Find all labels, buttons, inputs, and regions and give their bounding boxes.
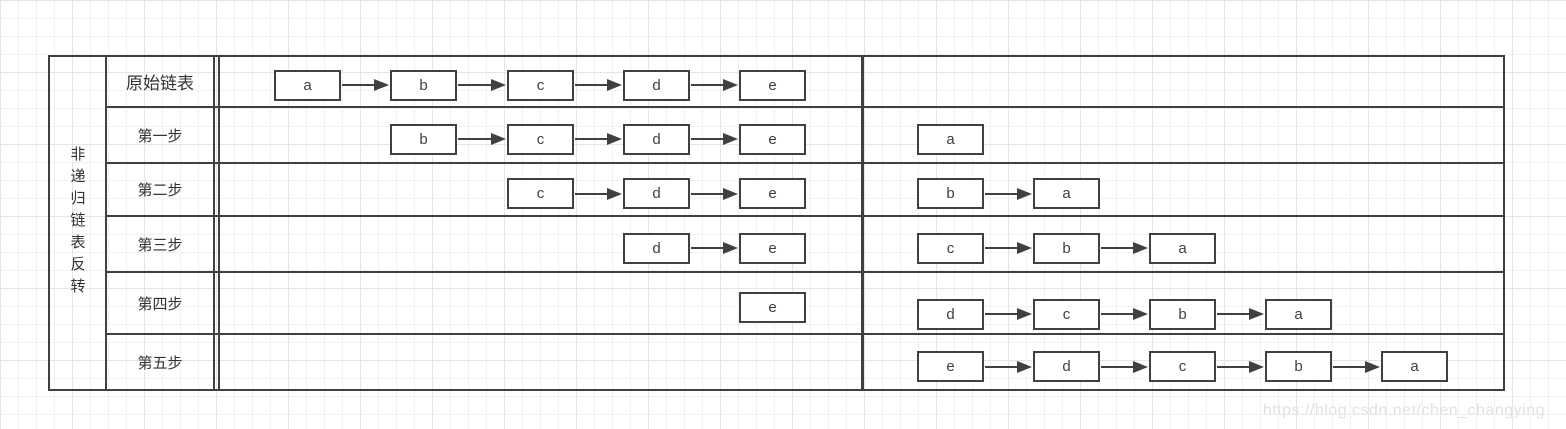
arrow-right-icon bbox=[723, 242, 738, 254]
watermark-link: https://blog.csdn.net/chen_changying bbox=[1262, 402, 1545, 419]
node-box: e bbox=[739, 178, 806, 209]
arrow-line bbox=[1217, 313, 1249, 315]
arrow-line bbox=[575, 84, 607, 86]
row-divider-line bbox=[107, 333, 1505, 335]
arrow-right-icon bbox=[723, 187, 738, 200]
row-label-2: 第二步 bbox=[137, 182, 183, 199]
arrow-right-icon bbox=[1365, 360, 1380, 373]
arrow-line bbox=[691, 138, 723, 140]
row-label-4: 第四步 bbox=[137, 295, 183, 313]
node-box: e bbox=[739, 124, 806, 155]
node-box: e bbox=[739, 292, 806, 323]
arrow-right-icon bbox=[1133, 308, 1148, 320]
arrow-line bbox=[985, 365, 1017, 368]
node-box: c bbox=[1149, 351, 1216, 382]
arrow-right-icon bbox=[1017, 242, 1032, 254]
node-box: e bbox=[917, 351, 984, 382]
node-box: d bbox=[623, 124, 690, 155]
row-label-1: 第一步 bbox=[137, 127, 183, 145]
table-title-text: 非递归链表反转 bbox=[68, 146, 86, 300]
node-box: e bbox=[739, 70, 806, 101]
arrow-line bbox=[575, 192, 607, 195]
arrow-right-icon bbox=[1017, 360, 1032, 373]
arrow-line bbox=[1217, 365, 1249, 368]
table-title-vertical: 非递归链表反转 bbox=[48, 55, 106, 391]
arrow-right-icon bbox=[491, 133, 506, 145]
arrow-right-icon bbox=[1133, 360, 1148, 373]
node-box: e bbox=[739, 233, 806, 264]
node-box: c bbox=[507, 178, 574, 209]
row-label-5: 第五步 bbox=[137, 355, 183, 372]
arrow-line bbox=[985, 247, 1017, 249]
node-box: d bbox=[917, 299, 984, 330]
title-column-divider-line bbox=[105, 55, 107, 391]
node-box: c bbox=[917, 233, 984, 264]
row-divider-line bbox=[107, 162, 1505, 164]
arrow-line bbox=[1101, 313, 1133, 315]
section-divider-line bbox=[861, 55, 864, 391]
arrow-right-icon bbox=[607, 79, 622, 91]
node-box: c bbox=[507, 70, 574, 101]
arrow-line bbox=[1333, 365, 1365, 368]
arrow-line bbox=[1101, 247, 1133, 249]
node-box: a bbox=[1265, 299, 1332, 330]
arrow-line bbox=[691, 247, 723, 249]
arrow-line bbox=[691, 192, 723, 195]
row-label-3: 第三步 bbox=[137, 236, 183, 254]
arrow-line bbox=[691, 84, 723, 86]
node-box: c bbox=[1033, 299, 1100, 330]
row-divider-line bbox=[107, 215, 1505, 217]
label-column-double-line bbox=[213, 55, 220, 391]
arrow-line bbox=[458, 84, 491, 86]
node-box: a bbox=[274, 70, 341, 101]
arrow-line bbox=[575, 138, 607, 140]
node-box: b bbox=[1149, 299, 1216, 330]
arrow-line bbox=[458, 138, 491, 140]
node-box: d bbox=[623, 70, 690, 101]
node-box: a bbox=[1149, 233, 1216, 264]
node-box: b bbox=[1265, 351, 1332, 382]
arrow-right-icon bbox=[723, 133, 738, 145]
row-divider-line bbox=[107, 106, 1505, 108]
node-box: b bbox=[390, 70, 457, 101]
arrow-right-icon bbox=[374, 79, 389, 91]
arrow-line bbox=[342, 84, 374, 86]
arrow-right-icon bbox=[723, 79, 738, 91]
node-box: a bbox=[1033, 178, 1100, 209]
arrow-right-icon bbox=[607, 133, 622, 145]
node-box: b bbox=[917, 178, 984, 209]
row-label-0: 原始链表 bbox=[126, 73, 194, 93]
arrow-right-icon bbox=[1017, 187, 1032, 200]
arrow-right-icon bbox=[491, 79, 506, 91]
arrow-right-icon bbox=[1249, 360, 1264, 373]
arrow-right-icon bbox=[1249, 308, 1264, 320]
node-box: b bbox=[390, 124, 457, 155]
node-box: d bbox=[623, 233, 690, 264]
node-box: d bbox=[623, 178, 690, 209]
row-divider-line bbox=[107, 271, 1505, 273]
arrow-right-icon bbox=[1017, 308, 1032, 320]
arrow-line bbox=[1101, 365, 1133, 368]
table-outer-border bbox=[48, 55, 1505, 391]
node-box: a bbox=[917, 124, 984, 155]
node-box: d bbox=[1033, 351, 1100, 382]
arrow-line bbox=[985, 192, 1017, 195]
node-box: b bbox=[1033, 233, 1100, 264]
arrow-line bbox=[985, 313, 1017, 315]
node-box: c bbox=[507, 124, 574, 155]
node-box: a bbox=[1381, 351, 1448, 382]
arrow-right-icon bbox=[1133, 242, 1148, 254]
arrow-right-icon bbox=[607, 187, 622, 200]
